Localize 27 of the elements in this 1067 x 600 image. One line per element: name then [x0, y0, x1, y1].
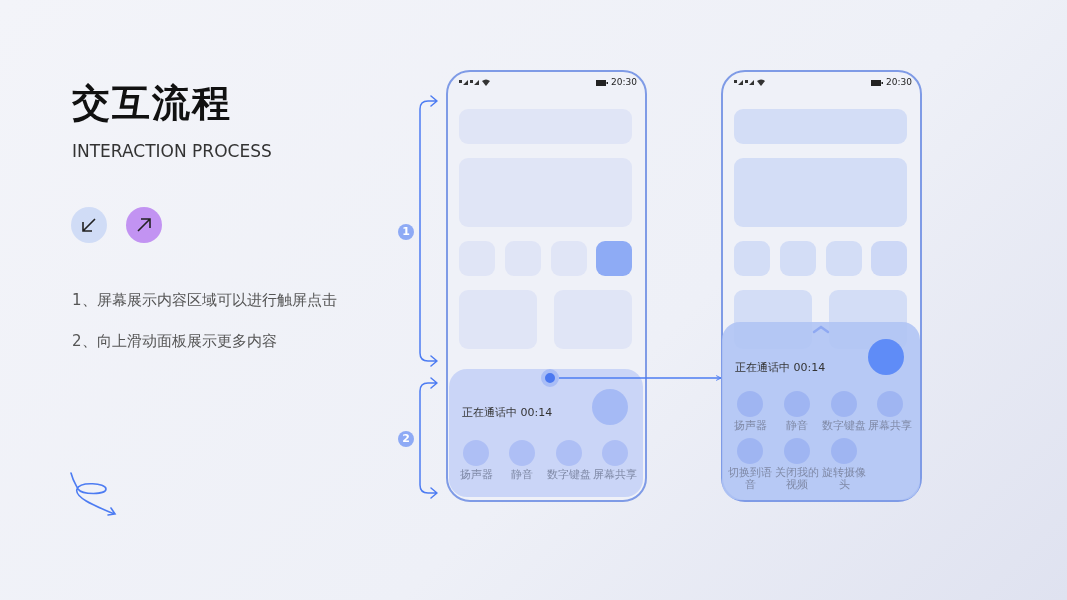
button-label: 数字键盘: [821, 420, 867, 432]
list-item: 2、向上滑动面板展示更多内容: [72, 332, 277, 351]
drag-handle: [541, 369, 559, 387]
button-label: 数字键盘: [546, 469, 592, 481]
button-label: 屏幕共享: [867, 420, 913, 432]
call-panel: [722, 322, 920, 500]
title: 交互流程: [72, 80, 232, 127]
arrow: [558, 375, 722, 381]
phone-frame: [721, 70, 922, 502]
button-label: 切换到语音: [727, 467, 773, 491]
step-badge: 2: [398, 431, 414, 447]
call-status: 正在通话中 00:14: [462, 405, 553, 420]
status-time: 20:30: [611, 77, 637, 87]
button-label: 静音: [785, 420, 809, 432]
call-status: 正在通话中 00:14: [735, 360, 826, 375]
subtitle: INTERACTION PROCESS: [72, 141, 272, 161]
button-label: 关闭我的视频: [774, 467, 820, 491]
button-label: 屏幕共享: [592, 469, 638, 481]
button-label: 静音: [510, 469, 534, 481]
step-badge: 1: [398, 224, 414, 240]
phone-frame: [446, 70, 647, 502]
button-label: 旋转摄像头: [821, 467, 867, 491]
status-time: 20:30: [886, 77, 912, 87]
button-label: 扬声器: [732, 420, 768, 432]
call-panel: [449, 369, 643, 497]
button-label: 扬声器: [458, 469, 494, 481]
list-item: 1、屏幕展示内容区域可以进行触屏点击: [72, 291, 337, 310]
